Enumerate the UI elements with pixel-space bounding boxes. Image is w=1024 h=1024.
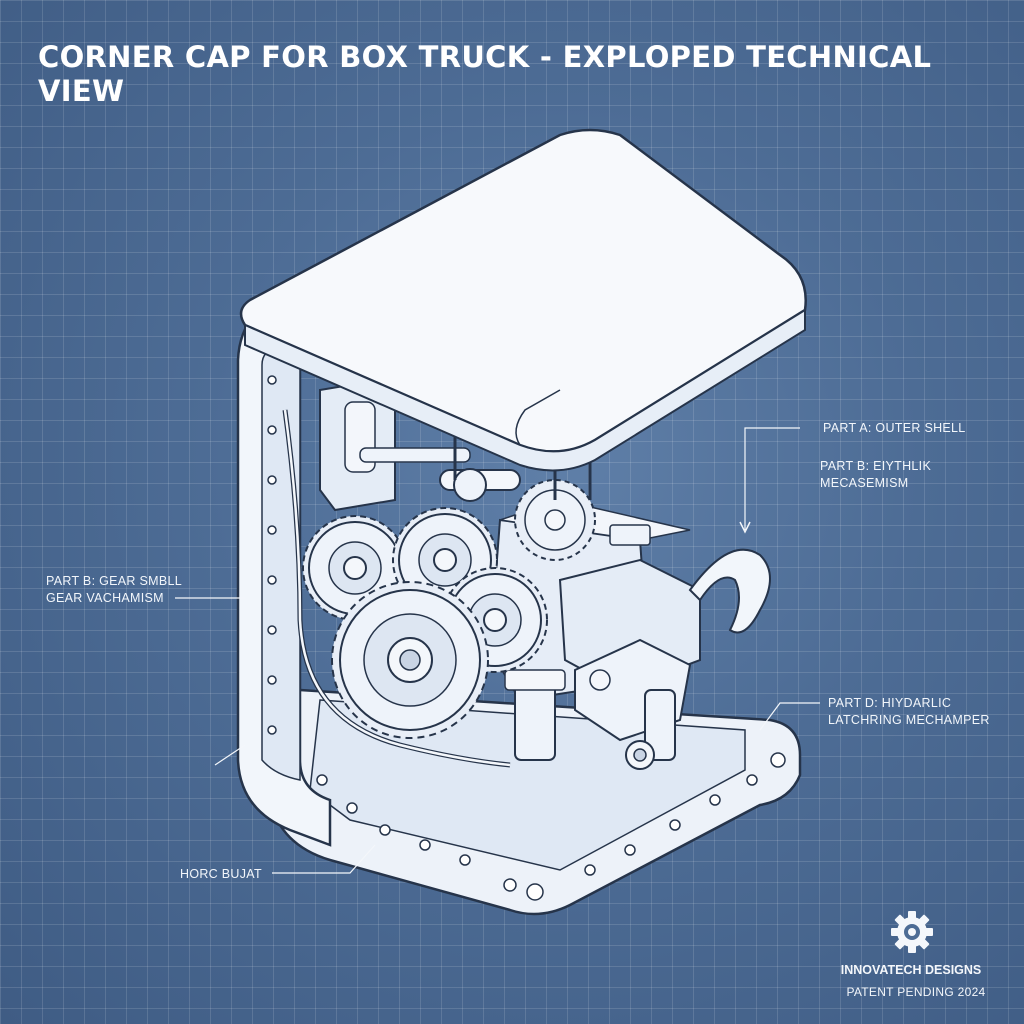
callout-part-b-right-line2: MECASEMISM: [820, 476, 909, 490]
leader-lines: [175, 427, 820, 874]
callout-part-b-right-line1: PART B: EIYTHLIK: [820, 459, 932, 473]
gear-icon: [891, 911, 933, 953]
callout-part-a: PART A: OUTER SHELL: [823, 420, 966, 437]
callout-part-b-right: PART B: EIYTHLIK MECASEMISM: [820, 458, 931, 492]
callout-part-d-line1: PART D: HIYDARLIC: [828, 696, 952, 710]
gear-train: [302, 430, 596, 739]
callout-bottom-text: HORC BUJAT: [180, 867, 262, 881]
callout-part-d-line2: LATCHRING MECHAMPER: [828, 713, 990, 727]
outer-shell-side: [236, 288, 511, 847]
callout-part-a-text: PART A: OUTER SHELL: [823, 421, 966, 435]
callout-part-b-left: PART B: GEAR SMBLL GEAR VACHAMISM: [46, 573, 182, 607]
callout-part-b-left-line2: GEAR VACHAMISM: [46, 591, 164, 605]
hydraulic-latch: [558, 524, 771, 770]
page-title: CORNER CAP FOR BOX TRUCK - EXPLOPED TECH…: [38, 40, 932, 108]
brand-name: INNOVATECH DESIGNS: [840, 963, 982, 977]
brand-tagline: PATENT PENDING 2024: [846, 985, 986, 999]
callout-part-b-left-line1: PART B: GEAR SMBLL: [46, 574, 183, 588]
callout-bottom: HORC BUJAT: [180, 866, 262, 883]
callout-part-d: PART D: HIYDARLIC LATCHRING MECHAMPER: [828, 695, 990, 729]
top-cover: [239, 128, 807, 472]
